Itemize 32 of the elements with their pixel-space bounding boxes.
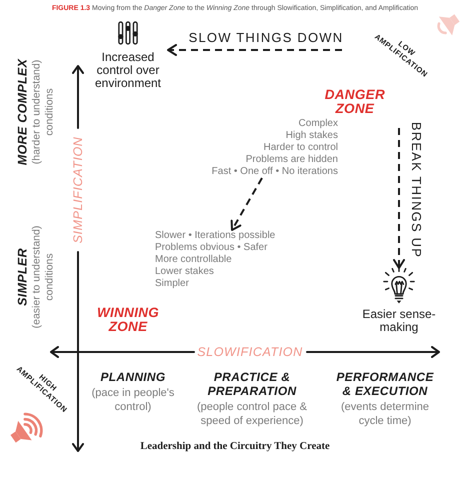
zone-heading: WINNING ZONE	[97, 306, 160, 334]
stage-heading: PRACTICE & PREPARATION	[206, 370, 298, 398]
stage-note: (events determine cycle time)	[340, 400, 430, 428]
trait-text: Complex	[298, 118, 338, 130]
axis-label: SLOWIFICATION	[197, 345, 303, 359]
zone-heading: DANGER ZONE	[324, 88, 385, 116]
trait-text: Slower • Iterations possible	[155, 230, 276, 242]
trait-text: Problems obvious • Safer	[155, 242, 268, 254]
stage-heading: PERFORMANCE & EXECUTION	[335, 370, 435, 398]
trait-text: Problems are hidden	[246, 154, 338, 166]
trait-text: Lower stakes	[155, 266, 214, 278]
axis-end-heading: MORE COMPLEX	[16, 58, 30, 166]
outcome-text: Increased control over environment	[94, 51, 162, 90]
stage-note: (people control pace & speed of experience)	[196, 400, 308, 428]
stage-heading: PLANNING	[100, 370, 166, 384]
axis-label: SIMPLIFICATION	[71, 136, 85, 244]
edge-label: SLOW THINGS DOWN	[188, 31, 344, 45]
trait-text: Simpler	[155, 278, 189, 290]
stage-note: (pace in people's control)	[90, 386, 176, 414]
dashed-arrow	[167, 44, 342, 56]
trait-text: Harder to control	[264, 142, 338, 154]
outcome-text: Easier sense-making	[361, 308, 437, 334]
trait-text: More controllable	[155, 254, 232, 266]
axis-end-heading: SIMPLER	[16, 248, 30, 306]
dashed-arrow	[393, 128, 405, 269]
footer-caption: Leadership and the Circuitry They Create	[140, 440, 330, 453]
edge-label: BREAK THINGS UP	[409, 122, 423, 258]
axis-end-note: (easier to understand) conditions	[30, 224, 56, 330]
dashed-arrow	[230, 178, 263, 231]
trait-text: Fast • One off • No iterations	[212, 166, 338, 178]
axis-end-note: (harder to understand) conditions	[30, 58, 56, 166]
trait-text: High stakes	[286, 130, 338, 142]
